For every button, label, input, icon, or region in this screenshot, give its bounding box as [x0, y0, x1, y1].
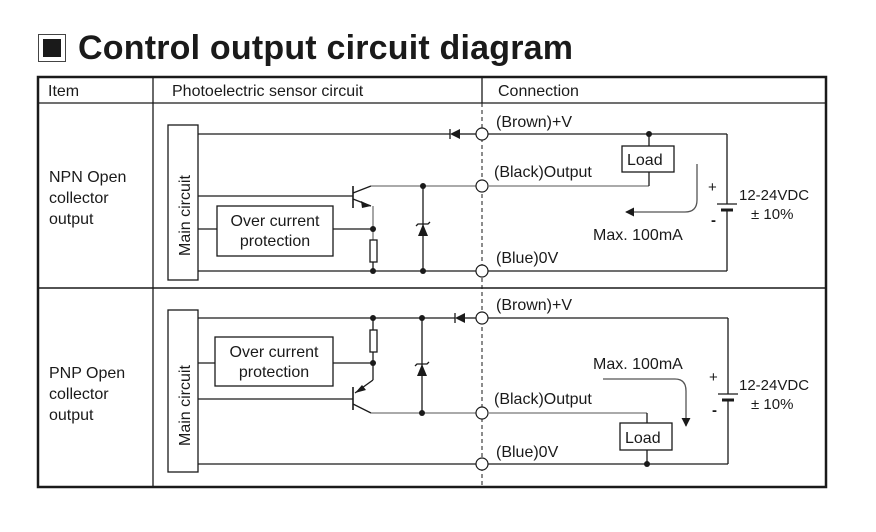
table-border [36, 75, 828, 489]
pnp-over-current-line-2: protection [239, 364, 309, 381]
table-grid [36, 75, 828, 489]
pnp-item-line-2: collector [49, 386, 109, 403]
pnp-diode-icon [455, 313, 465, 323]
npn-over-current-box [216, 205, 334, 257]
pnp-over-current-line-1: Over current [230, 344, 319, 361]
npn-zener-diode-icon [418, 224, 428, 236]
pnp-main-circuit-label: Main circuit [177, 365, 194, 446]
pnp-minus-sign: - [712, 402, 717, 419]
npn-label-brown: (Brown)+V [496, 114, 572, 131]
npn-over-current-line-2: protection [240, 233, 310, 250]
pnp-junction-dot [370, 360, 376, 366]
npn-emitter-arrow-icon [361, 201, 371, 208]
npn-junction-dot [420, 183, 426, 189]
pnp-item-line-1: PNP Open [49, 365, 125, 382]
npn-row: NPN Open collector output [49, 114, 809, 281]
pnp-supply-tolerance: ± 10% [751, 396, 793, 413]
npn-load-box [621, 145, 675, 173]
npn-plus-sign: + [708, 179, 717, 196]
header-connection: Connection [498, 83, 579, 100]
pnp-item-line-3: output [49, 407, 94, 424]
pnp-load-label: Load [625, 430, 661, 447]
npn-junction-dot [420, 268, 426, 274]
npn-diode-icon [450, 129, 460, 139]
npn-junction-dot [370, 226, 376, 232]
pnp-transistor-collector [352, 403, 372, 414]
npn-terminal-blue [475, 264, 489, 278]
npn-label-blue: (Blue)0V [496, 250, 559, 267]
page-title-text: Control output circuit diagram [78, 28, 574, 67]
pnp-terminal-black [475, 406, 489, 420]
pnp-plus-sign: + [709, 369, 718, 386]
npn-over-current-line-1: Over current [231, 213, 320, 230]
header-item: Item [48, 83, 79, 100]
pnp-resistor [369, 329, 378, 353]
npn-max-current: Max. 100mA [593, 227, 683, 244]
npn-supply-voltage: 12-24VDC [739, 187, 809, 204]
npn-main-circuit-box [167, 124, 199, 281]
pnp-emitter-arrow-icon [355, 385, 366, 393]
npn-main-circuit-label: Main circuit [177, 175, 194, 256]
pnp-junction-dot [419, 410, 425, 416]
pnp-current-arrow-icon [603, 378, 691, 427]
pnp-main-circuit-box [167, 309, 199, 473]
header-circuit: Photoelectric sensor circuit [172, 83, 364, 100]
npn-terminal-brown [475, 127, 489, 141]
npn-load-label: Load [627, 152, 663, 169]
pnp-label-brown: (Brown)+V [496, 297, 572, 314]
npn-junction-dot [370, 268, 376, 274]
page-title: Control output circuit diagram [38, 28, 573, 68]
npn-item-line-2: collector [49, 190, 109, 207]
npn-item-line-1: NPN Open [49, 169, 126, 186]
npn-supply-tolerance: ± 10% [751, 206, 793, 223]
pnp-junction-dot [419, 315, 425, 321]
pnp-row: PNP Open collector output [49, 297, 809, 473]
npn-resistor [369, 239, 378, 263]
npn-transistor-collector [352, 185, 372, 194]
pnp-label-blue: (Blue)0V [496, 444, 559, 461]
pnp-max-current: Max. 100mA [593, 356, 683, 373]
pnp-junction-dot [370, 315, 376, 321]
npn-item-line-3: output [49, 211, 94, 228]
pnp-load-box [619, 422, 673, 451]
pnp-terminal-brown [475, 311, 489, 325]
npn-minus-sign: - [711, 212, 716, 229]
npn-terminal-black [475, 179, 489, 193]
pnp-label-black: (Black)Output [494, 391, 592, 408]
pnp-supply-voltage: 12-24VDC [739, 377, 809, 394]
npn-current-arrow-icon [625, 164, 698, 217]
pnp-over-current-box [214, 336, 334, 387]
npn-label-black: (Black)Output [494, 164, 592, 181]
filled-square-icon [38, 34, 66, 62]
pnp-terminal-blue [475, 457, 489, 471]
pnp-zener-diode-icon [417, 364, 427, 376]
